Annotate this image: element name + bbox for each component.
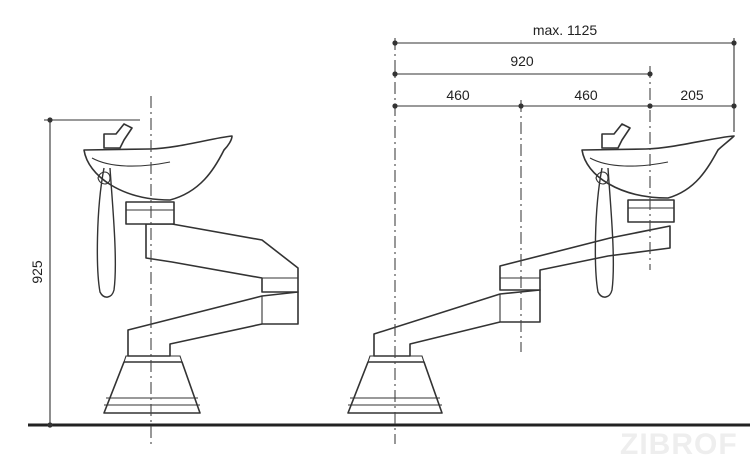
left-hose (96, 167, 117, 298)
height-dimension: 925 (29, 117, 140, 428)
height-label: 925 (29, 260, 45, 284)
right-upper-arm (499, 225, 671, 291)
watermark: ZIBROF (620, 428, 738, 461)
left-column (125, 201, 175, 225)
left-bowl (83, 135, 233, 201)
right-faucet (601, 123, 631, 149)
right-lower-arm (373, 289, 541, 357)
left-faucet (103, 123, 133, 149)
left-lower-arm (127, 291, 299, 357)
left-unit-view (83, 96, 299, 444)
max-dimension: max. 1125 (392, 22, 737, 46)
segment-dimensions: 460 460 205 (392, 87, 737, 109)
reach-label: 920 (510, 53, 534, 69)
offset-label: 205 (680, 87, 704, 103)
right-column (627, 199, 675, 223)
max-dimension-label: max. 1125 (533, 22, 598, 38)
right-unit-view (347, 123, 735, 414)
left-upper-arm (145, 223, 299, 293)
right-bowl (581, 135, 735, 199)
reach-dimension: 920 (392, 53, 653, 77)
right-hose (594, 167, 615, 298)
half-right-label: 460 (574, 87, 598, 103)
half-left-label: 460 (446, 87, 470, 103)
